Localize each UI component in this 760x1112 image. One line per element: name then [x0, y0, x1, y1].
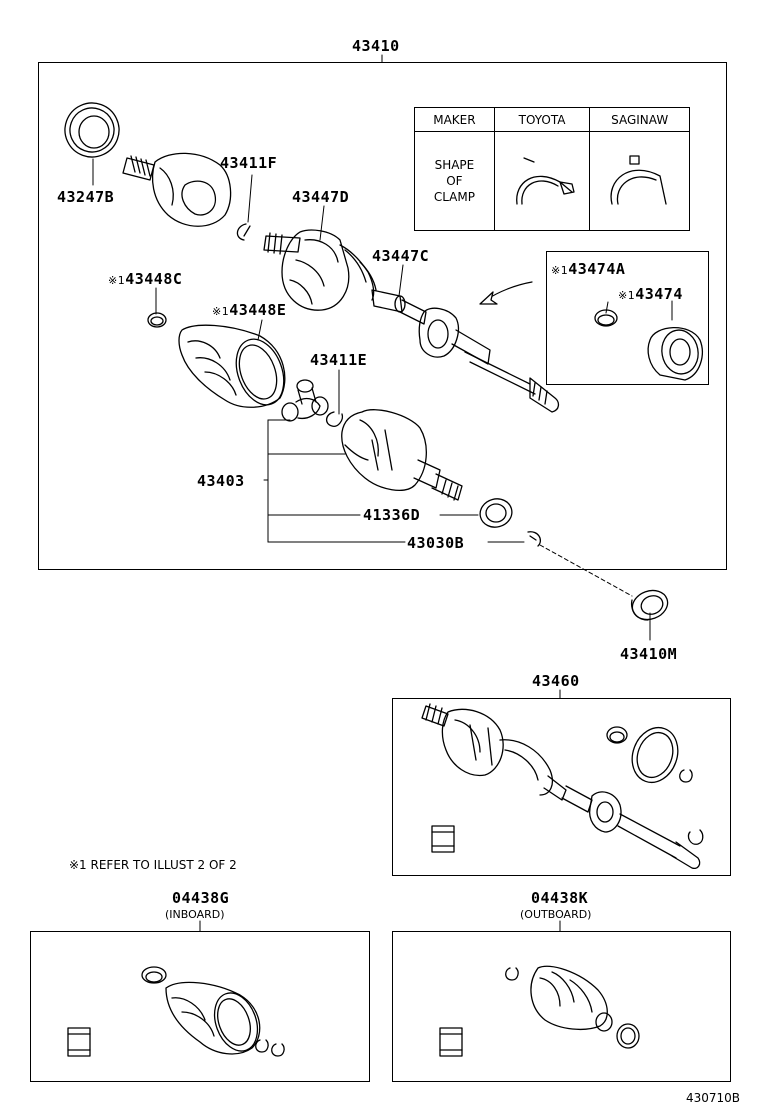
label-43448E: ※143448E	[212, 302, 286, 320]
saginaw-clamp-cell	[589, 131, 690, 231]
outboard-kit-boot	[530, 965, 613, 1032]
inboard-grease-tube	[67, 1027, 91, 1057]
label-43447D: 43447D	[292, 188, 350, 206]
outer-cv-joint	[122, 152, 232, 227]
service-grease-tube	[431, 825, 455, 853]
part-number: 43474	[635, 285, 683, 303]
label-43403: 43403	[197, 472, 245, 490]
ref-mark: ※1	[551, 264, 569, 277]
drive-shaft-assembly	[263, 229, 560, 413]
label-43247B: 43247B	[57, 188, 115, 206]
ref-mark: ※1	[618, 289, 636, 302]
seal-ring-43247B	[64, 102, 120, 158]
clamp-shape-table: MAKER TOYOTA SAGINAW SHAPE OF CLAMP	[414, 107, 690, 231]
boot-clamp-43448C	[147, 312, 167, 328]
tripod-joint	[281, 379, 329, 422]
label-43474A: ※143474A	[551, 261, 625, 279]
label-43474: ※143474	[618, 286, 683, 304]
service-clamp	[606, 726, 628, 744]
main-assembly-frame	[38, 62, 727, 570]
figure-id: 430710B	[686, 1091, 741, 1105]
part-number: 43448E	[229, 301, 287, 319]
outboard-kit-frame	[392, 931, 731, 1082]
shape-label-line3: CLAMP	[433, 190, 475, 204]
label-04438K: 04438K	[531, 889, 589, 907]
label-43460: 43460	[532, 672, 580, 690]
leader-lines	[92, 54, 673, 932]
table-header-maker: MAKER	[414, 107, 495, 132]
label-43410: 43410	[352, 37, 400, 55]
label-41336D: 41336D	[363, 506, 421, 524]
label-43411E: 43411E	[310, 351, 368, 369]
label-inboard: (INBOARD)	[165, 908, 225, 921]
table-row-label-shape: SHAPE OF CLAMP	[414, 131, 495, 231]
snap-ring-43030B	[527, 531, 542, 547]
label-43448C: ※143448C	[108, 271, 182, 289]
label-43410M: 43410M	[620, 645, 678, 663]
ref-mark: ※1	[108, 274, 126, 287]
clamp-detail-frame	[546, 251, 709, 385]
label-04438G: 04438G	[172, 889, 230, 907]
inboard-snap-ring-1	[255, 1039, 269, 1053]
service-snap-ring-1	[679, 769, 693, 783]
inner-cv-housing	[341, 409, 463, 501]
part-number: 43448C	[125, 270, 183, 288]
label-43411F: 43411F	[220, 154, 278, 172]
snap-ring-43411F	[236, 223, 251, 241]
service-snap-ring-2	[687, 829, 704, 845]
service-drive-shaft	[421, 703, 701, 870]
part-number: 43474A	[568, 260, 626, 278]
outboard-kit-clamp	[616, 1023, 640, 1049]
outboard-grease-tube	[439, 1027, 463, 1057]
label-43030B: 43030B	[407, 534, 465, 552]
detail-clamp-43474A	[594, 309, 618, 327]
service-assembly-frame	[392, 698, 731, 876]
boot-43448E	[178, 324, 286, 408]
detail-bearing-43474	[647, 327, 703, 381]
label-outboard: (OUTBOARD)	[520, 908, 592, 921]
ref-mark: ※1	[212, 305, 230, 318]
snap-ring-43411E	[325, 411, 344, 427]
service-seal-ring	[631, 726, 679, 784]
toyota-clamp-icon	[516, 157, 575, 205]
detail-arrow	[479, 281, 533, 305]
bearing-43410M	[630, 589, 669, 621]
inboard-kit-boot	[165, 981, 261, 1055]
outboard-snap-ring	[505, 967, 519, 981]
table-header-saginaw: SAGINAW	[589, 107, 690, 132]
dust-seal-41336D	[479, 498, 513, 528]
reference-note: ※1 REFER TO ILLUST 2 OF 2	[69, 858, 237, 872]
shape-label-line1: SHAPE	[434, 158, 475, 172]
saginaw-clamp-icon	[610, 155, 667, 205]
inboard-kit-clamp	[141, 966, 167, 984]
shape-label-line2: OF	[446, 174, 463, 188]
label-43447C: 43447C	[372, 247, 430, 265]
inboard-snap-ring-2	[271, 1043, 285, 1057]
